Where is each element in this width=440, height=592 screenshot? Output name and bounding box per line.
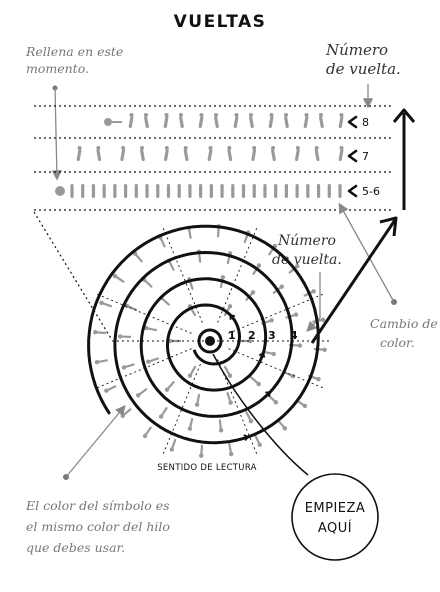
stitch-mark — [81, 184, 85, 198]
round-number-mid-line1: Número — [277, 233, 336, 249]
row-8-stitches — [104, 113, 344, 129]
row-stitches — [55, 113, 344, 198]
row-label-5-6: 5-6 — [347, 184, 380, 198]
spiral-round-1: 1 — [228, 329, 236, 342]
stitch-mark — [166, 184, 171, 198]
fill-note: Rellena en este momento. — [25, 44, 123, 181]
rows-chart: 8 7 5-6 — [34, 105, 416, 211]
row-8-arrow-icon — [347, 115, 358, 129]
stitch-mark — [249, 116, 254, 129]
stitch-mark — [274, 184, 278, 198]
symbol-color-line2: el mismo color del hilo — [26, 519, 170, 534]
stitch-mark — [295, 184, 299, 198]
fill-note-line1: Rellena en este — [25, 44, 123, 59]
round-number-top-line1: Número — [325, 41, 388, 59]
stitch-mark — [145, 184, 149, 198]
stitch-mark — [124, 184, 128, 198]
symbol-color-line1: El color del símbolo es — [25, 498, 170, 513]
row-5-6-arrow-icon — [347, 184, 358, 198]
page-title: VUELTAS — [174, 12, 267, 32]
stitch-mark — [316, 184, 321, 198]
spiral-round-2: 2 — [248, 329, 256, 342]
stitch-mark — [271, 149, 276, 162]
row-7-arrow-icon — [347, 149, 358, 163]
stitch-mark — [128, 116, 134, 129]
row-5-6-label: 5-6 — [362, 185, 380, 198]
slip-knot-icon — [104, 118, 112, 126]
start-here-bubble: EMPIEZA AQUÍ — [212, 353, 379, 561]
stitch-mark — [134, 184, 138, 198]
stitch-mark — [303, 116, 309, 129]
symbol-color-line3: que debes usar. — [26, 540, 125, 555]
spiral-line — [87, 224, 320, 445]
stitch-mark — [70, 184, 74, 198]
round-number-top-line2: de vuelta. — [326, 60, 401, 78]
stitch-mark — [284, 184, 288, 198]
round-number-note-mid: Número de vuelta. — [272, 233, 342, 332]
stitch-mark — [113, 184, 117, 198]
magic-ring-icon — [197, 328, 223, 354]
stitch-mark — [140, 149, 145, 162]
row-7-stitches — [76, 146, 344, 162]
color-change-note: Cambio de color. — [338, 202, 438, 350]
stitch-mark — [294, 149, 300, 162]
row-5-6-stitches — [55, 184, 342, 198]
row-label-7: 7 — [347, 149, 369, 163]
stitch-mark — [102, 184, 106, 198]
stitch-mark — [156, 184, 160, 198]
stitch-mark — [314, 149, 320, 162]
stitch-mark — [163, 116, 169, 129]
stitch-mark — [241, 184, 246, 198]
stitch-mark — [144, 116, 149, 129]
stitch-mark — [163, 149, 169, 162]
stitch-mark — [227, 149, 233, 162]
stitch-mark — [199, 184, 203, 198]
spiral-stitches — [93, 224, 327, 458]
stitch-mark — [214, 116, 219, 129]
stitch-mark — [231, 184, 235, 198]
continue-arrow-icon — [310, 219, 397, 344]
spiral-round-4: 4 — [290, 329, 298, 342]
row-7-label: 7 — [362, 150, 369, 163]
color-change-line2: color. — [380, 335, 415, 350]
stitch-mark — [76, 149, 82, 162]
stitch-mark — [268, 116, 274, 129]
spiral-chart: 1 2 3 4 — [87, 216, 398, 458]
stitch-mark — [220, 184, 224, 198]
stitch-mark — [251, 149, 257, 162]
stitch-mark — [207, 149, 213, 162]
stitch-mark — [179, 116, 184, 129]
row-8-label: 8 — [362, 116, 369, 129]
stitch-mark — [338, 149, 344, 162]
round-number-note-top: Número de vuelta. — [325, 41, 401, 109]
stitch-mark — [252, 184, 256, 198]
stitch-mark — [188, 184, 192, 198]
fill-note-line2: momento. — [26, 61, 89, 76]
stitch-mark — [284, 116, 289, 129]
stitch-mark — [198, 116, 204, 129]
symbol-color-note: El color del símbolo es el mismo color d… — [25, 404, 170, 555]
stitch-mark — [306, 184, 310, 198]
color-change-line1: Cambio de — [370, 316, 438, 331]
stitch-mark — [338, 184, 342, 198]
start-here-line1: EMPIEZA — [305, 501, 366, 516]
row-label-8: 8 — [347, 115, 369, 129]
reading-direction-label: SENTIDO DE LECTURA — [157, 463, 257, 473]
spiral-round-3: 3 — [268, 329, 276, 342]
stitch-mark — [183, 149, 189, 162]
stitch-mark — [327, 184, 331, 198]
stitch-mark — [338, 116, 344, 129]
start-here-line2: AQUÍ — [318, 520, 352, 536]
stitch-mark — [177, 184, 181, 198]
stitch-mark — [91, 184, 96, 198]
stitch-mark — [96, 149, 102, 162]
stitch-mark — [209, 184, 213, 198]
magic-ring-start-icon — [55, 186, 65, 196]
stitch-mark — [233, 116, 239, 129]
stitch-mark — [120, 149, 126, 162]
stitch-mark — [319, 116, 324, 129]
stitch-mark — [263, 184, 267, 198]
